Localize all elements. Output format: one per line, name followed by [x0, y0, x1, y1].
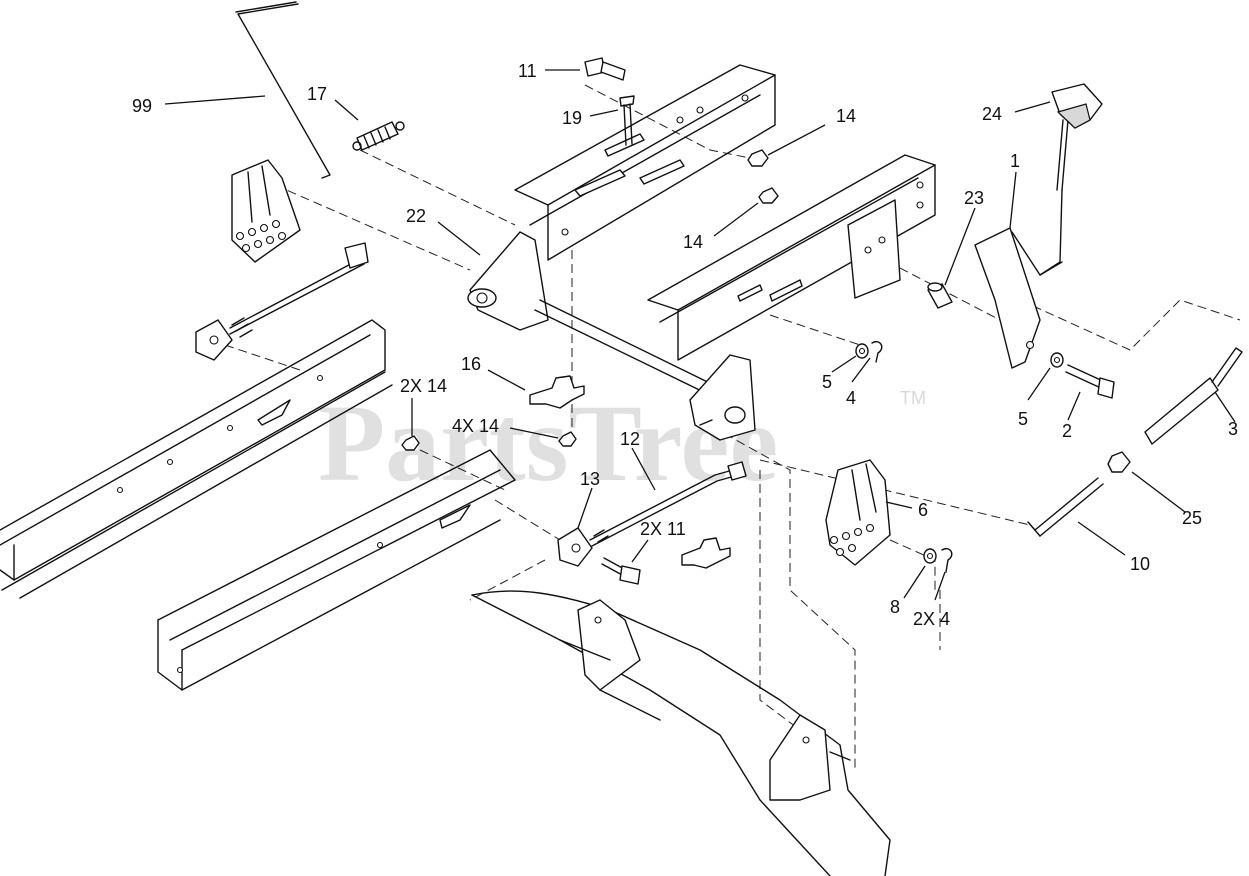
- part-nut-14-center: [558, 431, 577, 447]
- part-nut-14-middle: [758, 187, 779, 204]
- callout-99: 99: [132, 96, 152, 116]
- callout-2x4: 2X 4: [913, 609, 950, 629]
- leader-lines: [164, 69, 1236, 601]
- callout-24: 24: [982, 104, 1002, 124]
- part-rod-99: [235, 1, 331, 179]
- callout-19: 19: [562, 108, 582, 128]
- callout-16: 16: [461, 354, 481, 374]
- callout-5-center: 5: [822, 372, 832, 392]
- part-rod-10: [1027, 477, 1104, 537]
- part-pin-4-right: [941, 548, 953, 573]
- part-rod-12: [589, 461, 747, 547]
- part-lower-chassis: [471, 590, 891, 876]
- part-pin-4-center: [871, 341, 883, 363]
- part-channel-center: [514, 64, 776, 261]
- callout-17: 17: [307, 84, 327, 104]
- part-nut-25: [1107, 451, 1131, 473]
- callout-2: 2: [1062, 421, 1072, 441]
- part-frame-rail-lower: [157, 449, 516, 691]
- part-bolt-11-lower: [601, 557, 641, 585]
- part-spacer-23: [927, 282, 953, 309]
- part-lever-1: [974, 119, 1069, 369]
- part-washer-8: [923, 548, 937, 564]
- callout-12: 12: [620, 429, 640, 449]
- part-clamp-16: [529, 375, 585, 409]
- callout-10: 10: [1130, 554, 1150, 574]
- part-shaft-22: [467, 231, 756, 441]
- part-frame-rail-left: [0, 319, 393, 599]
- callout-4-center: 4: [846, 388, 856, 408]
- callout-13: 13: [580, 469, 600, 489]
- callout-8: 8: [890, 597, 900, 617]
- part-bracket-left-upper: [231, 159, 301, 263]
- part-bolt-11: [584, 57, 626, 81]
- callout-2x14: 2X 14: [400, 376, 447, 396]
- callout-25: 25: [1182, 508, 1202, 528]
- part-knob-24: [1051, 83, 1103, 129]
- callout-14-middle: 14: [683, 232, 703, 252]
- callout-4x14: 4X 14: [452, 416, 499, 436]
- callout-2x11: 2X 11: [640, 519, 686, 539]
- watermark-tm: TM: [900, 388, 926, 408]
- part-spring-17: [352, 121, 405, 151]
- part-clamp-16-lower: [681, 537, 731, 569]
- part-bolt-2: [1065, 364, 1115, 399]
- part-nut-14-left: [401, 435, 420, 451]
- callout-22: 22: [406, 206, 426, 226]
- part-frame-right: [647, 154, 936, 361]
- callout-labels: 99 17 11 19 14 22 14 24 1 23 16 2X 14 4X…: [132, 61, 1238, 629]
- callout-1: 1: [1010, 151, 1020, 171]
- callout-6: 6: [918, 500, 928, 520]
- part-washer-5-center: [855, 343, 869, 359]
- part-link-left: [195, 242, 369, 361]
- part-turnbuckle-3: [1144, 347, 1243, 445]
- part-nut-14-upper: [747, 149, 769, 167]
- part-pin-19: [619, 95, 635, 146]
- part-bracket-right-6: [825, 459, 891, 566]
- callout-3: 3: [1228, 419, 1238, 439]
- part-pivot-13: [557, 527, 609, 567]
- callout-14-upper: 14: [836, 106, 856, 126]
- callout-5-right: 5: [1018, 409, 1028, 429]
- part-washer-5-right: [1050, 352, 1064, 368]
- callout-11: 11: [518, 61, 537, 81]
- callout-23: 23: [964, 188, 984, 208]
